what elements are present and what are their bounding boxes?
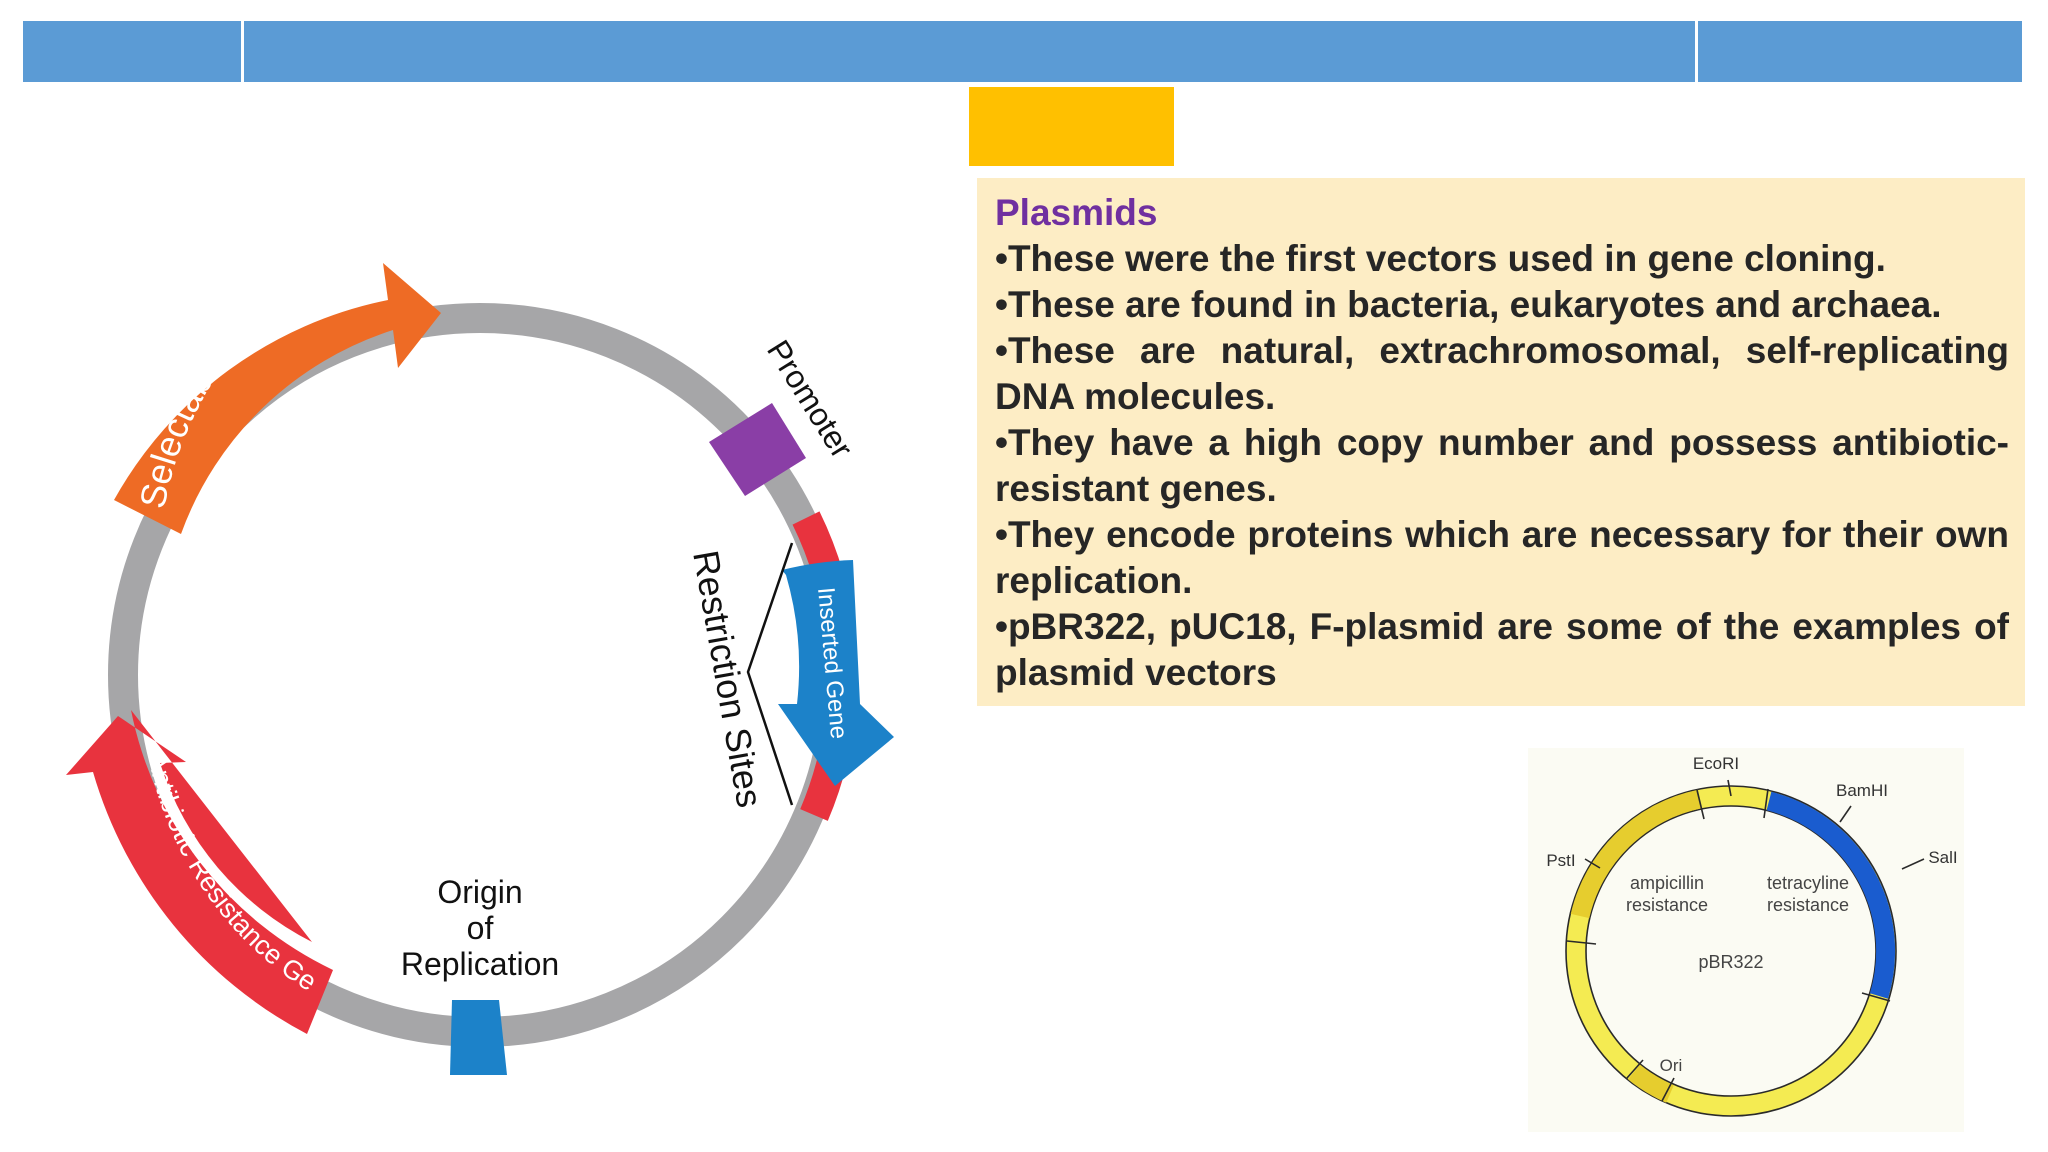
panel-bullet-list: •These were the first vectors used in ge…	[995, 236, 2009, 696]
pbr322-ring-outline-inner	[1585, 805, 1877, 1097]
psti-label: PstI	[1546, 851, 1575, 870]
origin-label-line3: Replication	[401, 946, 559, 982]
antibiotic-resistance-arrow	[66, 710, 333, 1034]
segment-divider	[1626, 1059, 1644, 1079]
origin-label-line1: Origin	[437, 874, 522, 910]
sali-label: SalI	[1928, 848, 1957, 867]
segment-divider	[1566, 940, 1597, 945]
sali-pointer	[1901, 858, 1925, 870]
bullet-item: •They encode proteins which are necessar…	[995, 514, 2009, 601]
origin-block	[450, 1000, 507, 1075]
ampicillin-label-line1: ampicillin	[1630, 873, 1704, 893]
restriction-sites-bracket	[746, 542, 794, 806]
segment-divider	[1696, 789, 1705, 820]
selectable-marker-arrow	[114, 263, 441, 534]
ori-label: Ori	[1660, 1056, 1683, 1075]
inserted-gene-arrow	[778, 560, 894, 786]
promoter-block	[709, 403, 806, 496]
ampicillin-resistance-segment	[1570, 789, 1703, 919]
psti-pointer	[1584, 858, 1601, 869]
pbr322-ring-outline-outer	[1565, 785, 1897, 1117]
bullet-item: •pBR322, pUC18, F-plasmid are some of th…	[995, 606, 2009, 693]
origin-label-line2: of	[467, 910, 494, 946]
header-banner-center	[244, 21, 1695, 82]
bamhi-pointer	[1839, 805, 1852, 823]
tetracycline-label-line2: resistance	[1767, 895, 1849, 915]
ecori-pointer	[1727, 779, 1732, 797]
bullet-item: •They have a high copy number and posses…	[995, 422, 2009, 509]
ecori-label: EcoRI	[1693, 754, 1739, 773]
segment-divider	[1661, 1077, 1675, 1102]
bullet-item: •These are found in bacteria, eukaryotes…	[995, 284, 1942, 325]
segment-divider	[1763, 788, 1769, 819]
pbr322-name-label: pBR322	[1698, 952, 1763, 972]
bamhi-label: BamHI	[1836, 781, 1888, 800]
tetracycline-resistance-segment	[1766, 791, 1896, 999]
accent-box	[969, 87, 1174, 166]
panel-title: Plasmids	[995, 192, 1158, 233]
plasmids-text-panel: Plasmids •These were the first vectors u…	[977, 178, 2025, 706]
bullet-item: •These are natural, extrachromosomal, se…	[995, 330, 2009, 417]
bullet-item: •These were the first vectors used in ge…	[995, 238, 1886, 279]
ori-segment	[1627, 1064, 1675, 1103]
ampicillin-label-line2: resistance	[1626, 895, 1708, 915]
header-banner-right	[1698, 21, 2022, 82]
segment-divider	[1861, 992, 1891, 1002]
tetracycline-label-line1: tetracyline	[1767, 873, 1849, 893]
header-banner-left	[23, 21, 241, 82]
